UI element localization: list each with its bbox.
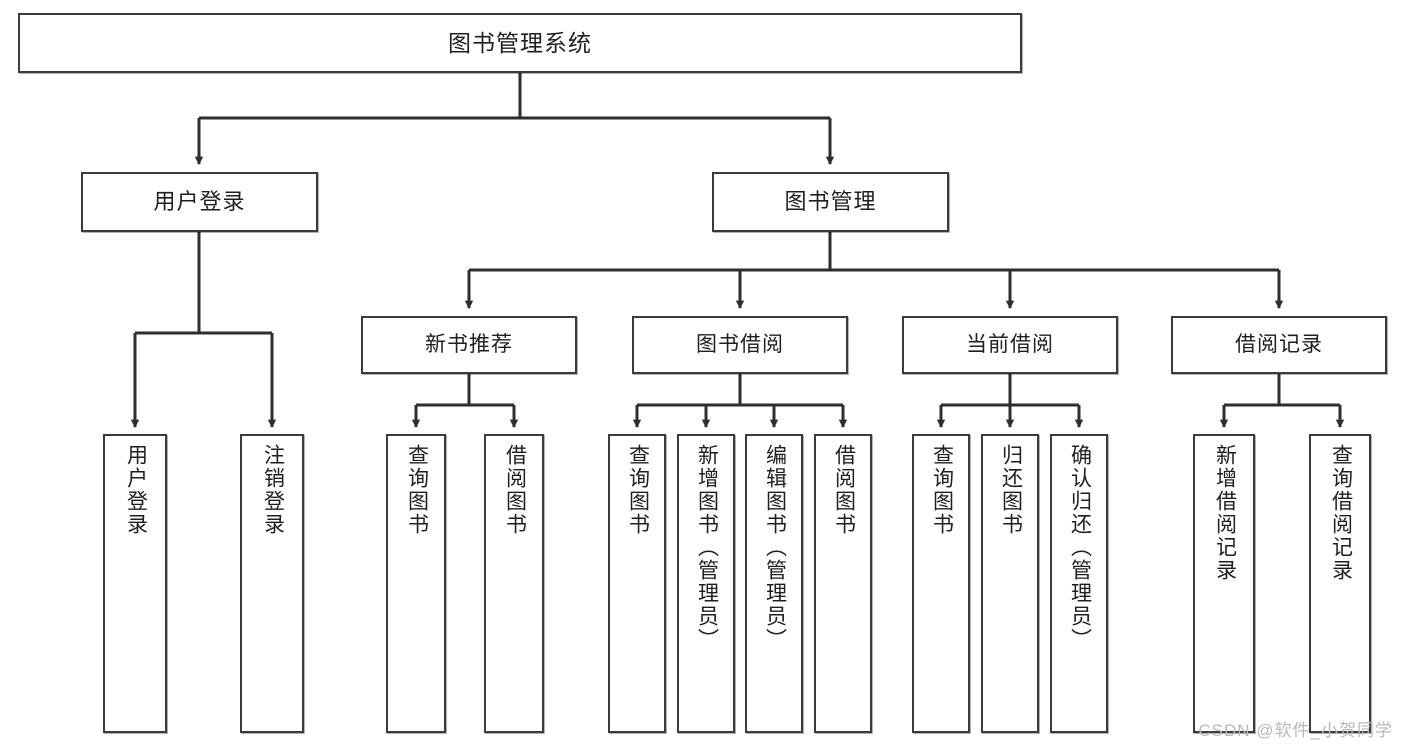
leaf-edit-book-admin[interactable]: 编辑图书（管理员） — [745, 434, 803, 733]
leaf-borrow-book-new-recommendation[interactable]: 借阅图书 — [484, 434, 544, 733]
leaf-query-book-new-recommendation[interactable]: 查询图书 — [386, 434, 446, 733]
leaf-query-book-current[interactable]: 查询图书 — [912, 434, 970, 733]
node-book-management[interactable]: 图书管理 — [712, 172, 949, 232]
node-label: 编辑图书（管理员） — [763, 444, 787, 651]
node-new-book-recommendation[interactable]: 新书推荐 — [361, 316, 577, 374]
node-book-borrowing[interactable]: 图书借阅 — [632, 316, 848, 374]
node-label: 图书管理系统 — [448, 29, 592, 56]
node-label: 图书借阅 — [696, 332, 784, 356]
node-label: 查询图书 — [626, 444, 650, 536]
node-label: 新增图书（管理员） — [695, 444, 719, 651]
node-user-login[interactable]: 用户登录 — [81, 172, 318, 232]
node-label: 归还图书 — [999, 444, 1023, 536]
node-label: 确认归还（管理员） — [1068, 444, 1092, 651]
node-label: 新增借阅记录 — [1213, 444, 1237, 582]
node-label: 查询借阅记录 — [1329, 444, 1353, 582]
node-label: 查询图书 — [405, 444, 429, 536]
watermark: CSDN @软件_小贺同学 — [1198, 721, 1393, 740]
leaf-confirm-return-admin[interactable]: 确认归还（管理员） — [1050, 434, 1108, 733]
leaf-borrow-book-borrowing[interactable]: 借阅图书 — [814, 434, 872, 733]
leaf-query-borrowing-record[interactable]: 查询借阅记录 — [1309, 434, 1371, 733]
node-label: 用户登录 — [153, 189, 246, 215]
leaf-return-book[interactable]: 归还图书 — [981, 434, 1039, 733]
node-label: 借阅记录 — [1235, 332, 1323, 356]
node-label: 查询图书 — [930, 444, 954, 536]
leaf-query-book-borrowing[interactable]: 查询图书 — [608, 434, 666, 733]
node-current-borrowing[interactable]: 当前借阅 — [902, 316, 1118, 374]
leaf-logout[interactable]: 注销登录 — [240, 434, 304, 733]
leaf-add-borrowing-record[interactable]: 新增借阅记录 — [1193, 434, 1255, 733]
node-label: 借阅图书 — [832, 444, 856, 536]
node-label: 新书推荐 — [425, 332, 513, 356]
node-label: 当前借阅 — [966, 332, 1054, 356]
node-label: 图书管理 — [784, 189, 877, 215]
node-root-book-management-system[interactable]: 图书管理系统 — [18, 13, 1022, 73]
node-borrowing-record[interactable]: 借阅记录 — [1171, 316, 1387, 374]
node-label: 用户登录 — [124, 444, 148, 536]
leaf-user-login[interactable]: 用户登录 — [103, 434, 167, 733]
node-label: 注销登录 — [261, 444, 285, 536]
leaf-add-book-admin[interactable]: 新增图书（管理员） — [677, 434, 735, 733]
node-label: 借阅图书 — [503, 444, 527, 536]
